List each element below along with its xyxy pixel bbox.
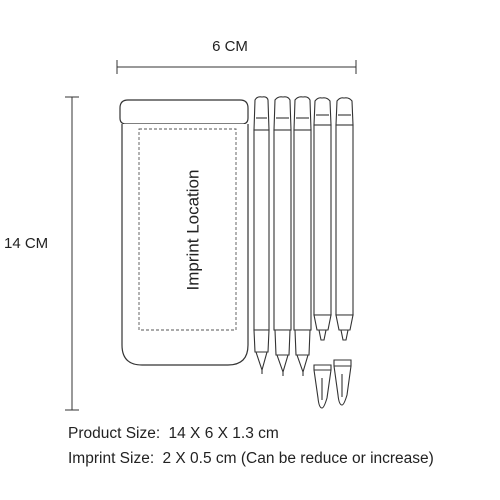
imprint-size-value: 2 X 0.5 cm (Can be reduce or increase) [162, 450, 434, 467]
imprint-area [138, 128, 237, 331]
marker-cap-2 [333, 359, 352, 406]
imprint-location-label: Imprint Location [183, 170, 202, 291]
pen-3 [293, 96, 312, 376]
pen-1 [253, 96, 270, 374]
product-size-spec: Product Size: 14 X 6 X 1.3 cm [68, 425, 279, 443]
height-label: 14 CM [4, 235, 48, 252]
marker-cap-1 [313, 364, 332, 409]
pouch [119, 99, 249, 366]
pen-2 [273, 96, 292, 376]
marker-1 [313, 97, 332, 341]
width-label: 6 CM [212, 38, 248, 55]
product-size-label: Product Size: [68, 425, 161, 442]
width-dimension [116, 60, 357, 74]
product-size-value: 14 X 6 X 1.3 cm [168, 425, 279, 442]
marker-2 [335, 97, 354, 341]
height-dimension [65, 96, 79, 411]
imprint-size-spec: Imprint Size: 2 X 0.5 cm (Can be reduce … [68, 450, 434, 468]
imprint-size-label: Imprint Size: [68, 450, 155, 467]
